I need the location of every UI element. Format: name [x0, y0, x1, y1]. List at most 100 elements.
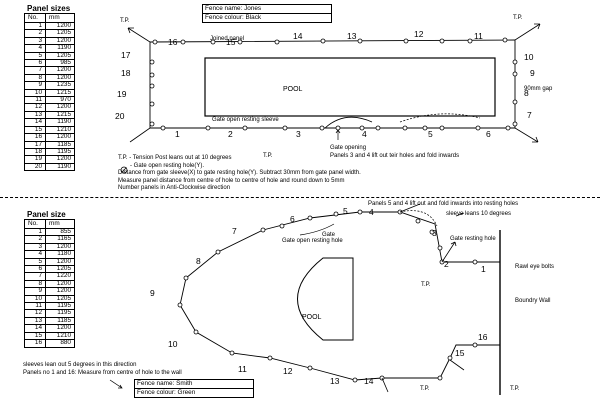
top-panel-number: 6 — [486, 129, 491, 139]
panel-width-cell: 1205 — [45, 265, 75, 274]
gate-opening-label: Gate opening — [330, 145, 366, 151]
bottom-panel-number: 14 — [364, 376, 374, 386]
top-panel-number: 4 — [362, 129, 367, 139]
sleeve-leans-label: sleeve leans 10 degrees — [446, 211, 511, 217]
bottom-panel-number: 4 — [369, 207, 374, 217]
note-sleeves: sleeves lean out 5 degrees in this direc… — [23, 362, 137, 368]
fence-colour: Fence colour: Black — [203, 13, 331, 22]
panel-width-cell: 1210 — [45, 125, 75, 135]
panel-width-cell: 1210 — [45, 331, 75, 341]
panel-width-cell: 1200 — [45, 324, 75, 333]
bottom-panel-number: 7 — [232, 226, 237, 236]
bottom-fence-diagram: POOL 1 2 3 4 5 6 7 8 9 10 11 12 13 14 15… — [109, 201, 554, 395]
note-panels-wall: Panels no 1 and 16: Measure from centre … — [23, 369, 182, 376]
gate-resting-hole-label: Gate resting hole — [450, 236, 496, 242]
panels-fold-label: Panels 5 and 4 lift out and fold inwards… — [368, 201, 518, 207]
bottom-pool-label: POOL — [302, 314, 322, 321]
bottom-panel-number: 1 — [481, 264, 486, 274]
panel-sizes-title: Panel sizes — [27, 4, 71, 13]
bottom-tp-label-right: T.P. — [510, 386, 520, 392]
panel-width-cell: 1195 — [45, 309, 75, 318]
bottom-notes: sleeves lean out 5 degrees in this direc… — [23, 362, 182, 377]
boundary-wall-label: Boundry Wall — [515, 298, 550, 304]
panel-width-cell: 1190 — [45, 118, 75, 127]
panel-width-cell: 1185 — [45, 140, 75, 149]
bottom-panel-number: 5 — [343, 206, 348, 216]
bottom-panel-number: 16 — [478, 332, 488, 342]
panel-width-cell: 1165 — [45, 235, 75, 244]
fence-info-box: Fence name: Jones Fence colour: Black — [202, 4, 332, 23]
panel-width-cell: 1200 — [45, 279, 75, 289]
bottom-post-holes — [177, 209, 478, 383]
panel-width-cell: 1200 — [45, 133, 75, 142]
bottom-panel-number: 10 — [168, 339, 178, 349]
bottom-tension-arrows — [381, 203, 465, 393]
fence-info-box-bottom: Fence name: Smith Fence colour: Green — [134, 379, 254, 398]
panel-width-cell: 1200 — [45, 155, 75, 164]
panel-width-cell: 1200 — [45, 103, 75, 112]
panel-width-cell: 1205 — [45, 294, 75, 304]
top-panel-number: 14 — [293, 31, 303, 41]
panel-width-cell: 1205 — [45, 51, 75, 61]
top-gate-arc — [324, 116, 373, 129]
top-panel-number: 3 — [296, 129, 301, 139]
note-resting-hole: - Gate open resting hole(Y). — [130, 162, 205, 169]
top-tp-label-right: T.P. — [513, 15, 523, 21]
panel-width-cell: 1200 — [45, 287, 75, 296]
panel-width-cell: 1190 — [45, 44, 75, 53]
bottom-panel-number: 2 — [444, 259, 449, 269]
top-tp-label-left: T.P. — [120, 18, 130, 24]
top-panel-number: 5 — [428, 129, 433, 139]
section-divider — [0, 197, 600, 198]
joined-panel-label: Joined panel — [210, 36, 244, 42]
resting-hole-icon-slash — [121, 167, 127, 173]
top-tp-label-bottom: T.P. — [263, 153, 273, 159]
top-panel-number: 9 — [530, 68, 535, 78]
note-distance: Distance from gate sleeve(X) to gate res… — [118, 170, 361, 177]
panel-width-cell: 1235 — [45, 81, 75, 90]
top-panel-numbers: 1 2 3 4 5 6 7 8 9 10 11 12 13 14 15 16 1… — [115, 29, 535, 139]
panel-width-cell: 1190 — [45, 162, 75, 172]
bottom-gate-arc — [399, 210, 438, 227]
rawl-bolts-label: Rawl eye bolts — [515, 264, 554, 270]
bottom-panel-number: 8 — [196, 256, 201, 266]
fence-colour: Fence colour: Green — [135, 388, 253, 397]
panel-width-cell: 880 — [45, 339, 75, 348]
top-panel-number: 12 — [414, 29, 424, 39]
bottom-panel-number: 12 — [283, 366, 293, 376]
top-panel-number: 7 — [527, 110, 532, 120]
bottom-panel-numbers: 1 2 3 4 5 6 7 8 9 10 11 12 13 14 15 16 — [150, 206, 488, 386]
top-panel-number: 19 — [117, 89, 127, 99]
note-measure: Measure panel distance from centre of ho… — [118, 177, 345, 184]
top-panel-number: 15 — [226, 37, 236, 47]
panels-lift-label: Panels 3 and 4 lift out teir holes and f… — [330, 153, 459, 159]
panel-width-cell: 1195 — [45, 147, 75, 157]
note-tension-post: T.P. - Tension Post leans out at 10 degr… — [118, 155, 232, 161]
bottom-gate-swing — [299, 223, 335, 236]
top-pool-rect — [204, 57, 496, 117]
fence-name: Fence name: Smith — [137, 380, 193, 387]
bottom-panel-number: 15 — [455, 348, 465, 358]
top-panel-number: 1 — [175, 129, 180, 139]
top-post-holes — [149, 37, 518, 131]
